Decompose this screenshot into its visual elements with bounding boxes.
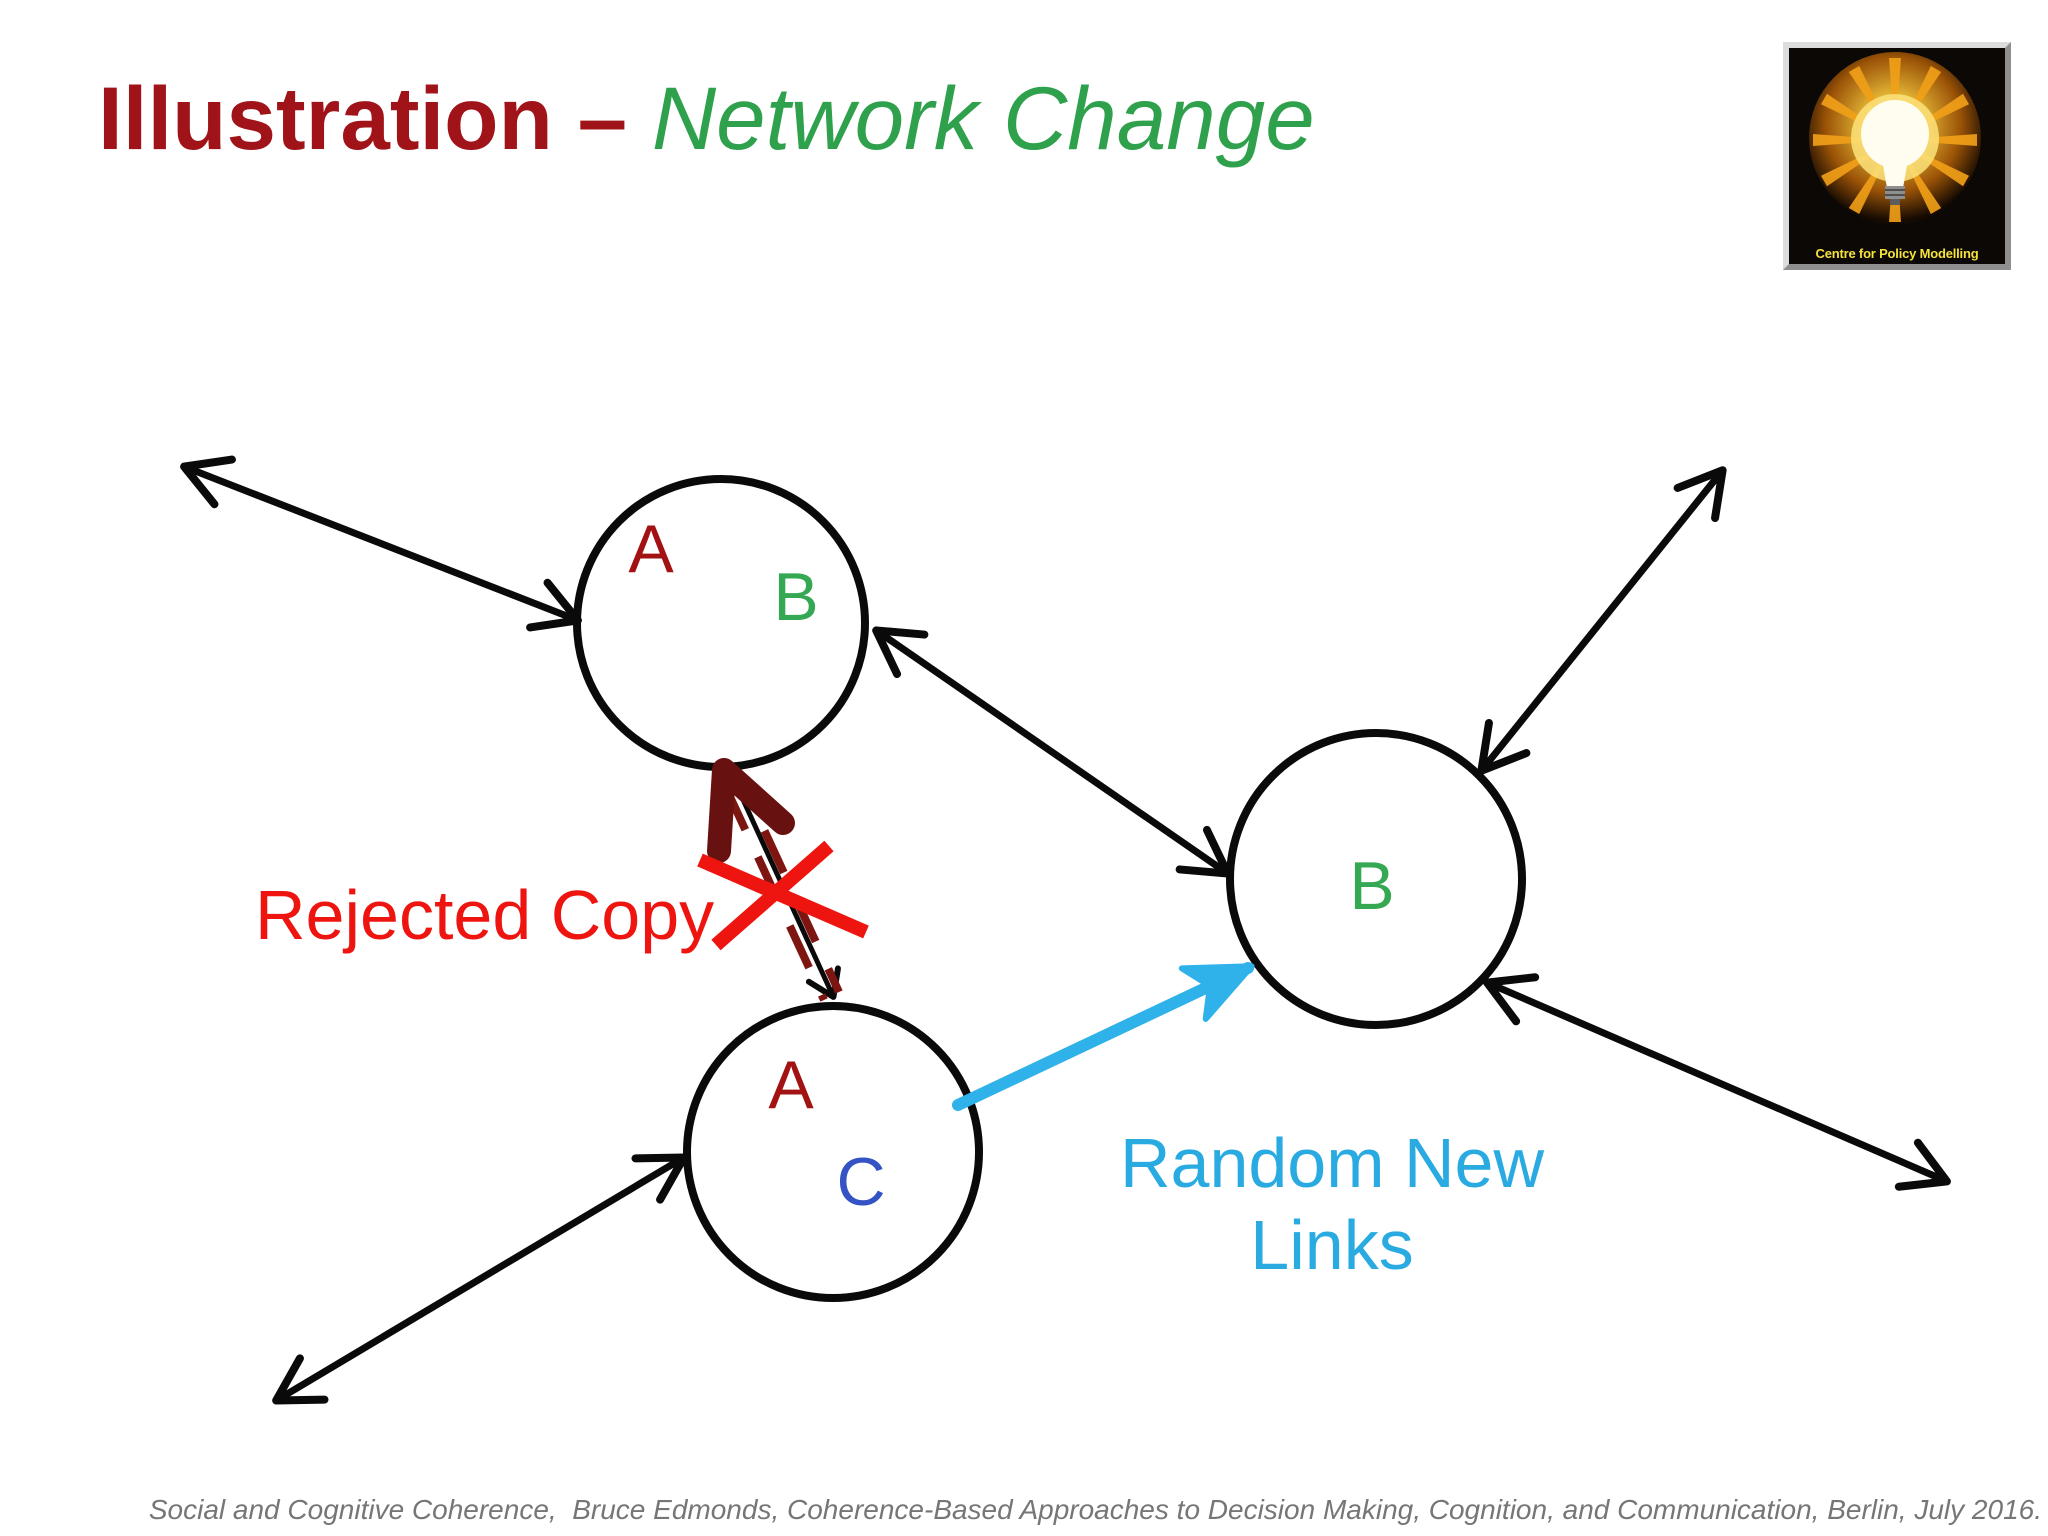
node-circle-bottom <box>683 1002 983 1302</box>
random-new-links-label: Random New Links <box>1120 1122 1544 1286</box>
node-letter-a-bottom: A <box>768 1047 814 1123</box>
node-letter-a-top: A <box>628 511 674 587</box>
random-new-links-line1: Random New <box>1119 1124 1545 1202</box>
lightbulb-icon <box>1789 48 2005 264</box>
link-arrow-right-upper-external <box>1477 466 1727 775</box>
link-arrow-topleft-right <box>872 626 1232 878</box>
random-new-link-arrow <box>952 962 1255 1111</box>
rejected-copy-label: Rejected Copy <box>255 876 715 954</box>
title-network-change: Network Change <box>651 68 1315 168</box>
link-arrow-bottom-external <box>272 1153 688 1405</box>
logo-caption: Centre for Policy Modelling <box>1815 246 1979 261</box>
title-illustration: Illustration – <box>98 68 652 168</box>
footer-citation: Social and Cognitive Coherence, Bruce Ed… <box>148 1494 2042 1525</box>
rejected-cross-icon <box>697 840 869 951</box>
random-new-links-line2: Links <box>1250 1206 1414 1284</box>
page-title: Illustration – Network Change <box>98 71 1315 165</box>
link-arrow-right-lower-external <box>1483 973 1951 1191</box>
node-letter-b-right: B <box>1349 848 1395 924</box>
node-circle-right <box>1226 729 1526 1029</box>
node-letter-c-bottom: C <box>836 1144 886 1220</box>
node-letter-b-top: B <box>773 559 819 635</box>
node-circle-top-left <box>573 475 869 771</box>
cfpm-logo: Centre for Policy Modelling <box>1783 42 2011 270</box>
link-arrow-topleft-external <box>180 455 582 632</box>
